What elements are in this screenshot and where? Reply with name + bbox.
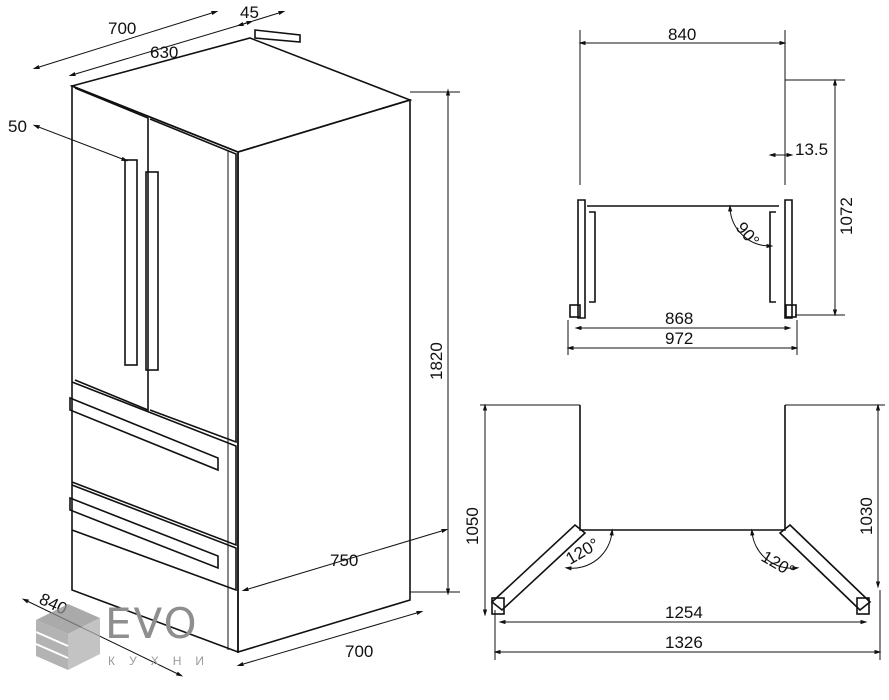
dim-door-offset: 45	[240, 3, 259, 22]
top-view-open: 1050 1030 120° 120° 1254 1326	[463, 403, 885, 660]
dim-handle-offset: 50	[8, 117, 27, 136]
isometric-fridge	[69, 29, 413, 654]
dim-angle-left-120: 120°	[563, 534, 603, 568]
dim-inner-width-868: 868	[665, 309, 693, 328]
right-door-handle	[145, 171, 159, 371]
upper-drawer-handle	[69, 396, 219, 472]
evo-logo-cube-icon	[35, 604, 100, 670]
logo-sub-text: КУХНИ	[108, 654, 219, 668]
upper-drawer	[71, 381, 237, 547]
dim-inner-width-1254: 1254	[665, 603, 703, 622]
dim-door-angle-90: 90°	[732, 218, 763, 250]
dim-depth-1050: 1050	[463, 507, 482, 545]
evo-logo: EVO КУХНИ	[30, 600, 210, 676]
right-door	[149, 118, 237, 444]
dim-depth-top: 630	[150, 43, 178, 62]
dim-outer-width-972: 972	[665, 329, 693, 348]
dim-clearance-width: 840	[668, 25, 696, 44]
fridge-front	[71, 84, 239, 654]
dim-depth: 750	[330, 551, 358, 570]
lower-drawer-handle	[69, 496, 219, 570]
dim-outer-width-1326: 1326	[665, 633, 703, 652]
dim-gap: 13.5	[795, 140, 828, 159]
dim-width-bottom: 700	[345, 642, 373, 661]
dim-angle-right-120: 120°	[758, 547, 798, 581]
dim-depth-1072: 1072	[837, 197, 856, 235]
dim-width-top: 700	[108, 19, 136, 38]
fridge-side	[237, 98, 411, 654]
top-view-closed: 840 1072 13.5 90° 868 972	[566, 25, 856, 355]
left-door-handle	[124, 159, 138, 366]
fridge-top	[69, 37, 413, 153]
dim-height: 1820	[427, 342, 446, 380]
dim-depth-1030: 1030	[857, 497, 876, 535]
lower-drawer	[71, 484, 237, 592]
logo-main-text: EVO	[105, 599, 199, 648]
left-door	[74, 87, 149, 412]
